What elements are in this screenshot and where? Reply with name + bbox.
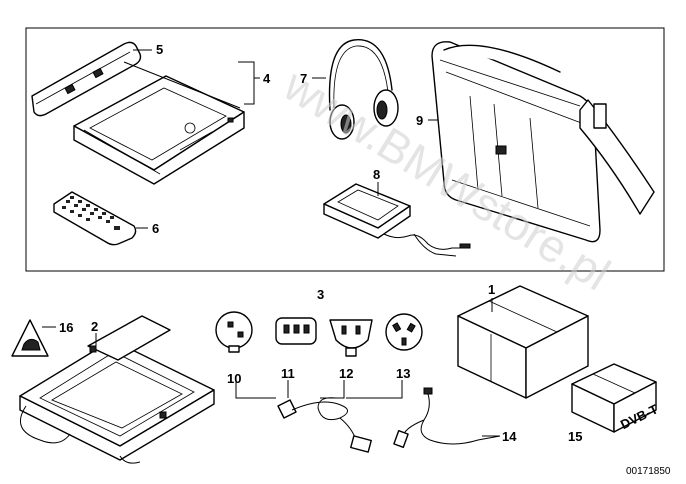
callout-6: 6 xyxy=(152,221,159,236)
plug-eu xyxy=(215,311,253,353)
carry-bag xyxy=(431,41,655,243)
monitor-holder-bar xyxy=(31,41,142,117)
remote-control xyxy=(53,191,137,246)
plug-uk xyxy=(275,317,317,345)
antenna-cable xyxy=(393,387,501,448)
callout-12: 12 xyxy=(339,366,353,381)
callout-15: 15 xyxy=(568,429,582,444)
callout-14: 14 xyxy=(502,429,517,444)
kit-frame xyxy=(25,27,665,272)
callout-13: 13 xyxy=(396,366,410,381)
callout-1: 1 xyxy=(488,282,495,297)
callout-10: 10 xyxy=(227,371,241,386)
power-cord xyxy=(277,397,372,453)
packaging-box-large xyxy=(457,285,589,399)
callout-9: 9 xyxy=(416,113,423,128)
monitor-mount xyxy=(19,315,215,464)
plug-ch xyxy=(329,319,373,357)
warning-label xyxy=(11,319,49,357)
callout-11: 11 xyxy=(281,366,295,381)
dvb-t-box xyxy=(571,363,657,433)
headphones xyxy=(328,39,399,140)
diagram-code: 00171850 xyxy=(626,466,671,477)
callout-8: 8 xyxy=(373,167,380,182)
plug-au xyxy=(385,313,423,351)
callout-5: 5 xyxy=(156,42,163,57)
power-supply xyxy=(323,183,471,257)
portable-dvd-player xyxy=(73,75,245,185)
callout-2: 2 xyxy=(91,319,98,334)
callout-4: 4 xyxy=(263,71,271,86)
callout-7: 7 xyxy=(300,71,307,86)
callout-3: 3 xyxy=(317,287,324,302)
callout-16: 16 xyxy=(59,320,73,335)
